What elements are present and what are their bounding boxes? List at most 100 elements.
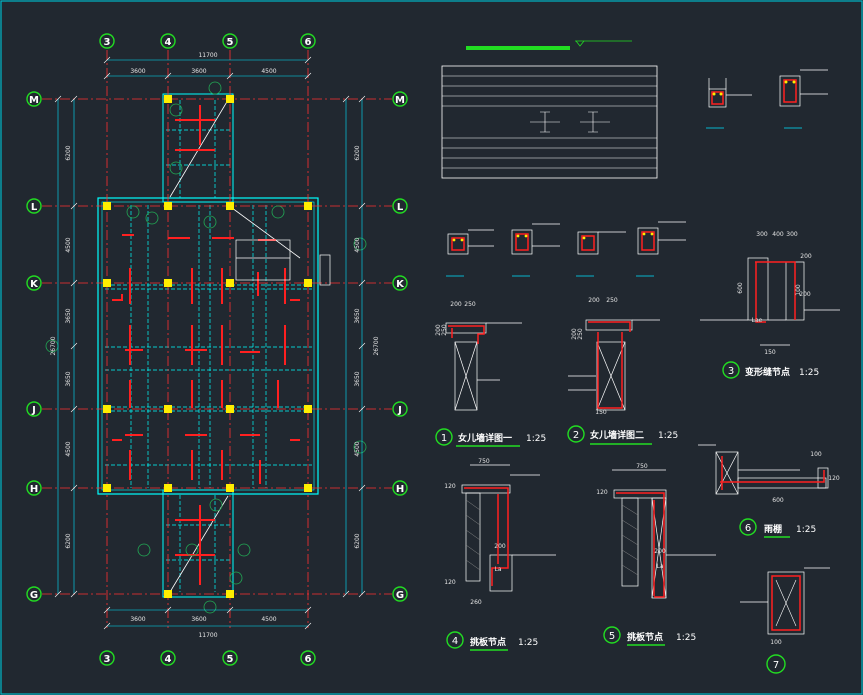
detail-1-dim-a: 200 — [450, 301, 462, 308]
notes-table — [441, 40, 658, 179]
dim-top-c: 4500 — [261, 68, 276, 75]
detail-4-dim-a: 750 — [478, 458, 490, 465]
north-wing-outline — [162, 93, 234, 203]
axis-label-left-l: L — [31, 202, 38, 213]
dim-top-a: 3600 — [130, 68, 145, 75]
detail-7-section: 100 7 — [740, 567, 830, 674]
dim-left-total: 26700 — [50, 336, 57, 355]
column-sections-top — [706, 69, 828, 129]
dim-top-b: 3600 — [191, 68, 206, 75]
dimension-texts: 11700 3600 3600 4500 3600 3600 4500 1170… — [130, 52, 276, 639]
detail-2-dim-e: 150 — [595, 409, 607, 416]
axis-label-bottom-4: 4 — [165, 654, 172, 665]
axis-label-left-h: H — [30, 484, 38, 495]
detail-2-dim-d: 250 — [577, 328, 584, 340]
detail-5-dim-a: 750 — [636, 463, 648, 470]
detail-6-number: 6 — [745, 523, 751, 534]
dim-right-s6: 6200 — [354, 533, 361, 548]
stair-block — [235, 239, 331, 286]
detail-2-number: 2 — [573, 430, 579, 441]
detail-3-scale: 1:25 — [799, 368, 819, 378]
detail-2-title: 女儿墙详图二 — [590, 429, 644, 441]
dim-left-s1: 6200 — [65, 145, 72, 160]
detail-2-dim-b: 250 — [606, 297, 618, 304]
grid-axis-lines — [42, 50, 392, 628]
detail-4-dim-e: 120 — [444, 579, 456, 586]
detail-3-dim-i: 150 — [764, 349, 776, 356]
detail-2-parapet-two: 200 250 150 200 250 2 女儿墙详图二 1:25 — [567, 297, 678, 445]
dimension-ticks — [54, 56, 366, 630]
detail-2-dim-a: 200 — [588, 297, 600, 304]
dim-right-s1: 6200 — [354, 145, 361, 160]
detail-4-title: 挑板节点 — [470, 636, 506, 648]
detail-7-dim-a: 100 — [770, 639, 782, 646]
detail-4-dim-c: 200 — [494, 543, 506, 550]
axis-label-bottom-3: 3 — [104, 654, 111, 665]
axis-label-right-h: H — [396, 484, 404, 495]
detail-1-dim-b: 250 — [464, 301, 476, 308]
dimension-texts-vertical: 26700 6200 4500 3650 3650 4500 6200 2670… — [50, 145, 380, 548]
detail-4-dim-f: 260 — [470, 599, 482, 606]
axis-label-right-g: G — [396, 590, 404, 601]
detail-3-dim-e: 200 — [800, 253, 812, 260]
dim-left-s6: 6200 — [65, 533, 72, 548]
detail-3-dim-b: 400 — [772, 231, 784, 238]
dim-right-s5: 4500 — [354, 441, 361, 456]
dim-top-total: 11700 — [198, 52, 217, 59]
dim-bottom-b: 3600 — [191, 616, 206, 623]
structural-floor-plan: 3 4 5 6 3 4 5 6 M L K J H G M L K J H G … — [26, 33, 408, 666]
dim-right-total: 26700 — [373, 336, 380, 355]
detail-5-scale: 1:25 — [676, 633, 696, 643]
dim-bottom-c: 4500 — [261, 616, 276, 623]
south-wing-outline — [162, 489, 234, 598]
dim-left-s3: 3650 — [65, 308, 72, 323]
dim-right-s4: 3650 — [354, 371, 361, 386]
dim-left-s4: 3650 — [65, 371, 72, 386]
detail-1-title: 女儿墙详图一 — [458, 432, 512, 444]
detail-1-number-bubble — [435, 428, 453, 446]
detail-6-dim-b: 120 — [828, 475, 840, 482]
dim-left-s2: 4500 — [65, 237, 72, 252]
axis-label-top-4: 4 — [165, 37, 172, 48]
beam-lines — [105, 100, 312, 592]
dim-bottom-a: 3600 — [130, 616, 145, 623]
detail-5-title: 挑板节点 — [627, 631, 663, 643]
axis-label-right-j: J — [397, 405, 402, 416]
detail-4-number-bubble — [446, 631, 464, 649]
detail-2-scale: 1:25 — [658, 431, 678, 441]
detail-1-number: 1 — [441, 433, 447, 444]
detail-4-cantilever-node: 750 120 200 La 120 260 4 挑板节点 1:25 — [444, 458, 556, 651]
detail-6-number-bubble — [739, 518, 757, 536]
dim-bottom-total: 11700 — [198, 632, 217, 639]
detail-5-number: 5 — [609, 631, 615, 642]
detail-4-dim-b: 120 — [444, 483, 456, 490]
detail-3-dim-h: Lae — [752, 317, 763, 324]
axis-label-top-3: 3 — [104, 37, 111, 48]
detail-5-number-bubble — [603, 626, 621, 644]
axis-label-left-j: J — [31, 405, 36, 416]
detail-3-expansion-joint: 300 400 300 200 200 Lae 150 600 100 3 变形… — [700, 231, 840, 379]
main-building-outline — [97, 197, 319, 495]
axis-label-top-6: 6 — [305, 37, 312, 48]
detail-1-dim-d: 250 — [441, 324, 448, 336]
detail-3-dim-c: 300 — [786, 231, 798, 238]
detail-7-number-bubble — [766, 654, 786, 674]
detail-1-dim-c: 200 — [435, 324, 442, 336]
detail-3-number: 3 — [728, 366, 734, 377]
detail-6-dim-a: 100 — [810, 451, 822, 458]
axis-label-right-k: K — [396, 279, 405, 290]
detail-3-dim-f: 600 — [737, 282, 744, 294]
detail-3-number-bubble — [722, 361, 740, 379]
detail-3-dim-d: 200 — [799, 291, 811, 298]
detail-6-scale: 1:25 — [796, 525, 816, 535]
axis-label-bottom-6: 6 — [305, 654, 312, 665]
columns — [103, 95, 312, 598]
detail-5-dim-c: 200 — [654, 548, 666, 555]
detail-1-parapet-one: 200 250 200 250 1 女儿墙详图一 1:25 — [435, 301, 546, 447]
axis-bubbles — [26, 33, 408, 666]
dim-right-s3: 3650 — [354, 308, 361, 323]
axis-label-bottom-5: 5 — [227, 654, 234, 665]
detail-3-dim-g: 100 — [795, 284, 802, 296]
